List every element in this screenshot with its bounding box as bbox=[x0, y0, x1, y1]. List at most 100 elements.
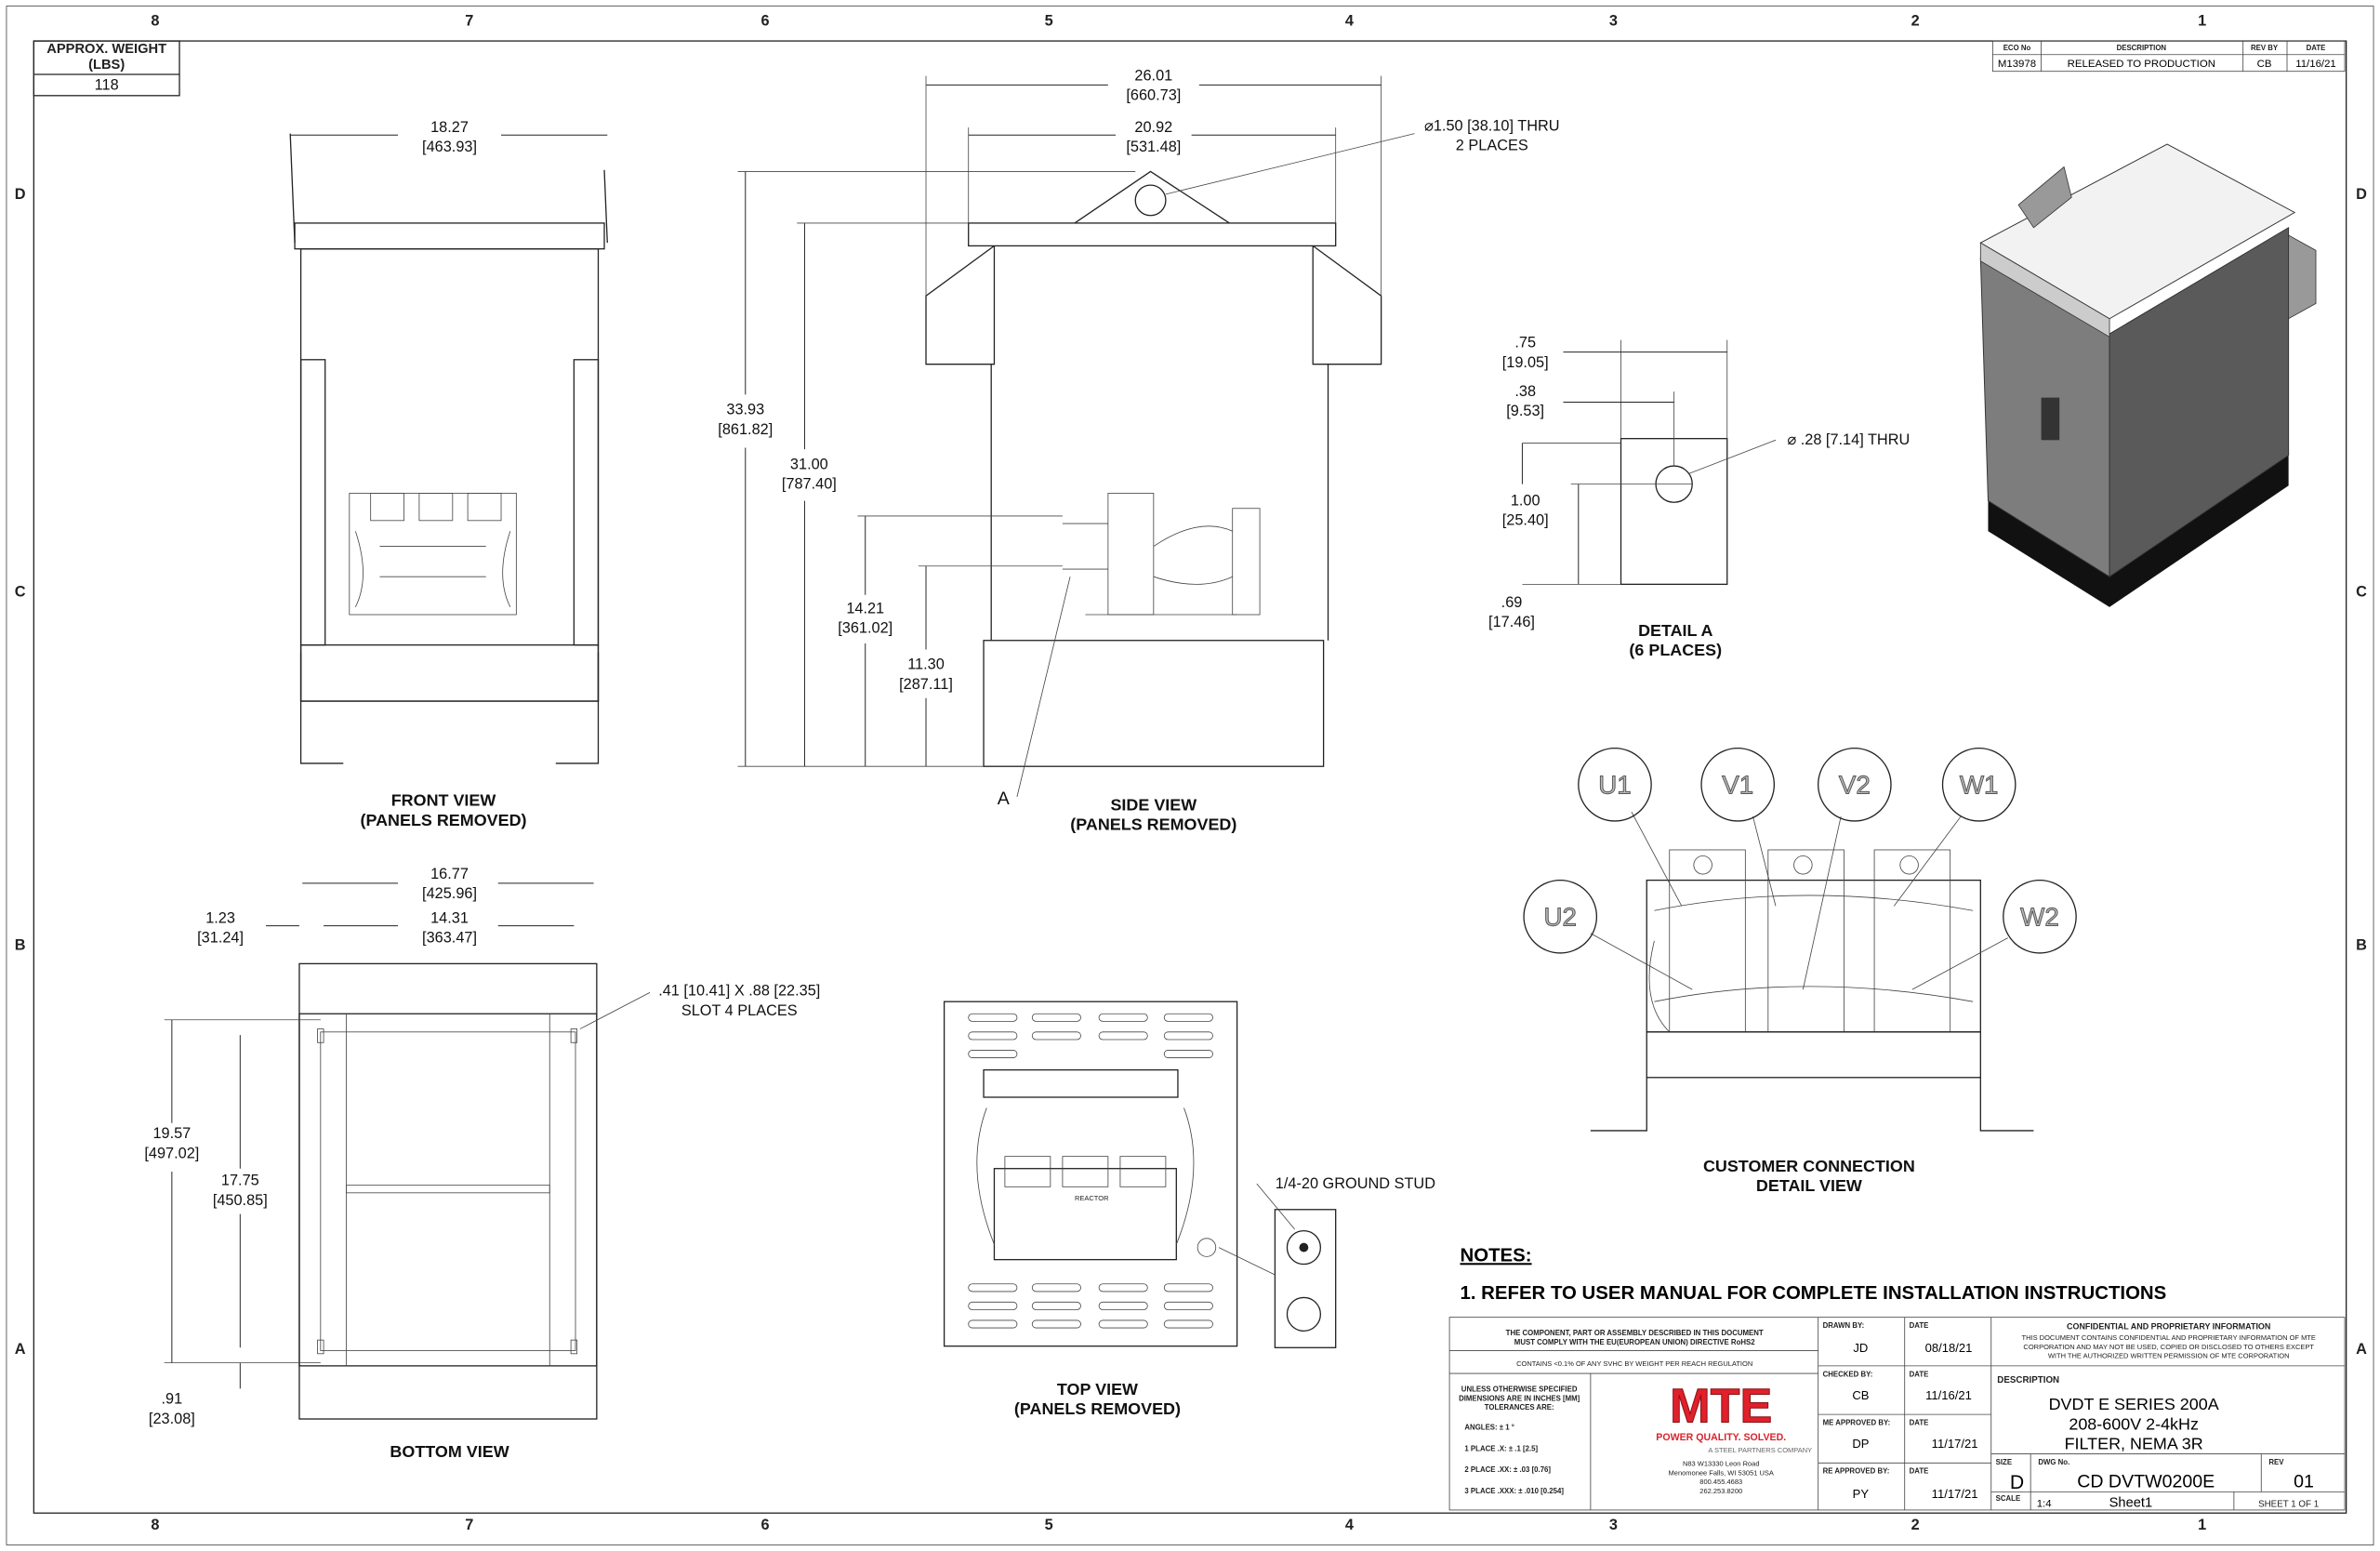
zone-col: 1 bbox=[2198, 13, 2206, 30]
dim-in: 14.31 bbox=[430, 909, 469, 926]
dim-mm: [19.05] bbox=[1502, 354, 1549, 371]
date-label: DATE bbox=[1910, 1370, 1929, 1378]
dim-in: 1.23 bbox=[205, 909, 235, 926]
approval-label: CHECKED BY: bbox=[1823, 1370, 1873, 1378]
detail-a-view: .75 [19.05] .38 [9.53] 1.00 [25.40] .69 … bbox=[1488, 335, 1910, 659]
slot-note-qty: SLOT 4 PLACES bbox=[681, 1002, 798, 1019]
view-subtitle: DETAIL VIEW bbox=[1756, 1176, 1862, 1195]
title-block: THE COMPONENT, PART OR ASSEMBLY DESCRIBE… bbox=[1448, 1317, 2346, 1511]
view-subtitle: (6 PLACES) bbox=[1629, 641, 1722, 659]
scale-label: SCALE bbox=[1996, 1494, 2021, 1503]
top-view: REACTOR 1/4-20 GROUND STUD TOP VIEW (PAN… bbox=[943, 1001, 1435, 1418]
zone-row: D bbox=[2356, 186, 2367, 203]
hole-note: ⌀ .28 [7.14] THRU bbox=[1787, 431, 1910, 448]
date-label: DATE bbox=[1910, 1321, 1929, 1330]
terminal-label: W2 bbox=[2020, 903, 2059, 932]
dim-in: .75 bbox=[1514, 335, 1536, 351]
confidential-text: WITH THE AUTHORIZED WRITTEN PERMISSION O… bbox=[2048, 1352, 2290, 1360]
bottom-view: 16.77 [425.96] 14.31 [363.47] 1.23 [31.2… bbox=[144, 866, 820, 1461]
dwg-label: DWG No. bbox=[2038, 1458, 2069, 1466]
rev-header: DATE bbox=[2307, 44, 2326, 52]
view-title: FRONT VIEW bbox=[391, 791, 496, 810]
dim-in: 19.57 bbox=[152, 1125, 191, 1142]
description-line: DVDT E SERIES 200A bbox=[2049, 1395, 2219, 1413]
zone-col: 8 bbox=[151, 1517, 159, 1533]
phone: 800.455.4683 bbox=[1699, 1478, 1742, 1486]
detail-callout: A bbox=[998, 789, 1011, 809]
confidential-title: CONFIDENTIAL AND PROPRIETARY INFORMATION bbox=[2067, 1322, 2270, 1332]
approver-initials: PY bbox=[1853, 1487, 1870, 1501]
zone-col: 4 bbox=[1345, 13, 1354, 30]
size-label: SIZE bbox=[1996, 1458, 2012, 1466]
dim-in: 14.21 bbox=[846, 600, 884, 616]
confidential-text: CORPORATION AND MAY NOT BE USED, COPIED … bbox=[2023, 1343, 2314, 1351]
dim-mm: [787.40] bbox=[782, 476, 837, 493]
description-label: DESCRIPTION bbox=[1997, 1375, 2059, 1385]
outer-border bbox=[6, 6, 2374, 1545]
view-title: DETAIL A bbox=[1638, 621, 1712, 640]
sheet-size: D bbox=[2010, 1472, 2024, 1493]
terminal-label: V2 bbox=[1839, 771, 1871, 800]
zone-col: 1 bbox=[2198, 1517, 2206, 1533]
view-subtitle: (PANELS REMOVED) bbox=[360, 811, 526, 829]
dim-in: .69 bbox=[1501, 594, 1523, 611]
notes-heading: NOTES: bbox=[1461, 1245, 1532, 1266]
approval-label: RE APPROVED BY: bbox=[1823, 1467, 1890, 1476]
approval-date: 08/18/21 bbox=[1925, 1341, 1973, 1355]
hole-note-qty: 2 PLACES bbox=[1456, 138, 1528, 154]
tolerance-heading: TOLERANCES ARE: bbox=[1485, 1403, 1554, 1412]
zone-col: 7 bbox=[465, 1517, 473, 1533]
zone-col: 7 bbox=[465, 13, 473, 30]
zone-col: 5 bbox=[1045, 13, 1053, 30]
zone-row: C bbox=[2356, 583, 2367, 600]
dim-in: 31.00 bbox=[790, 456, 828, 472]
mte-logo: MTE bbox=[1670, 1379, 1772, 1433]
dim-mm: [9.53] bbox=[1506, 403, 1544, 419]
rohs-text: THE COMPONENT, PART OR ASSEMBLY DESCRIBE… bbox=[1506, 1329, 1764, 1337]
rev-date: 11/16/21 bbox=[2295, 59, 2336, 70]
terminal-label: U2 bbox=[1543, 903, 1576, 932]
customer-connection-view: U1 V1 V2 W1 U2 W2 CUSTOMER CONNECTION DE… bbox=[1523, 747, 2077, 1195]
zone-row: A bbox=[2356, 1341, 2367, 1358]
view-title: BOTTOM VIEW bbox=[390, 1442, 509, 1461]
address: Menomonee Falls, WI 53051 USA bbox=[1669, 1468, 1774, 1477]
sheet-name: Sheet1 bbox=[2109, 1496, 2153, 1511]
zone-col: 3 bbox=[1609, 13, 1618, 30]
weight-label: APPROX. WEIGHT bbox=[46, 42, 166, 57]
dim-in: .91 bbox=[162, 1391, 183, 1408]
dim-mm: [287.11] bbox=[899, 676, 953, 693]
tolerance-3-place: 3 PLACE .XXX: ± .010 [0.254] bbox=[1464, 1487, 1564, 1495]
dim-mm: [363.47] bbox=[422, 930, 477, 947]
dim-in: 11.30 bbox=[907, 656, 945, 673]
eco-number: M13978 bbox=[1998, 59, 2036, 70]
scale-value: 1:4 bbox=[2037, 1499, 2053, 1510]
view-title: SIDE VIEW bbox=[1110, 796, 1197, 815]
zone-rows: D C B A D C B A bbox=[15, 186, 2367, 1358]
dim-mm: [531.48] bbox=[1126, 139, 1181, 155]
front-view: 18.27 [463.93] FRONT VIEW (PANELS REMOVE… bbox=[289, 119, 608, 829]
description-line: 208-600V 2-4kHz bbox=[2069, 1414, 2199, 1433]
dim-width-in: 18.27 bbox=[430, 119, 469, 136]
dim-in: 20.92 bbox=[1134, 119, 1172, 136]
dim-mm: [25.40] bbox=[1502, 512, 1549, 529]
dim-in: .38 bbox=[1514, 383, 1536, 400]
dim-mm: [660.73] bbox=[1126, 87, 1181, 104]
rev-header: REV BY bbox=[2251, 44, 2279, 52]
dim-mm: [450.85] bbox=[213, 1192, 268, 1209]
zone-row: B bbox=[15, 937, 26, 954]
weight-box: APPROX. WEIGHT (LBS) 118 bbox=[33, 40, 180, 97]
date-label: DATE bbox=[1910, 1419, 1929, 1427]
rev-description: RELEASED TO PRODUCTION bbox=[2068, 59, 2215, 70]
reactor-tag: REACTOR bbox=[1075, 1194, 1109, 1202]
dim-mm: [497.02] bbox=[144, 1145, 199, 1161]
tolerance-heading: UNLESS OTHERWISE SPECIFIED bbox=[1461, 1385, 1578, 1394]
address: N83 W13330 Leon Road bbox=[1683, 1460, 1760, 1468]
drawing-number: CD DVTW0200E bbox=[2077, 1471, 2215, 1491]
rev-header: DESCRIPTION bbox=[2117, 44, 2167, 52]
approval-label: DRAWN BY: bbox=[1823, 1321, 1865, 1330]
zone-col: 5 bbox=[1045, 1517, 1053, 1533]
date-label: DATE bbox=[1910, 1467, 1929, 1476]
view-subtitle: (PANELS REMOVED) bbox=[1014, 1399, 1181, 1418]
dim-mm: [23.08] bbox=[149, 1411, 195, 1427]
